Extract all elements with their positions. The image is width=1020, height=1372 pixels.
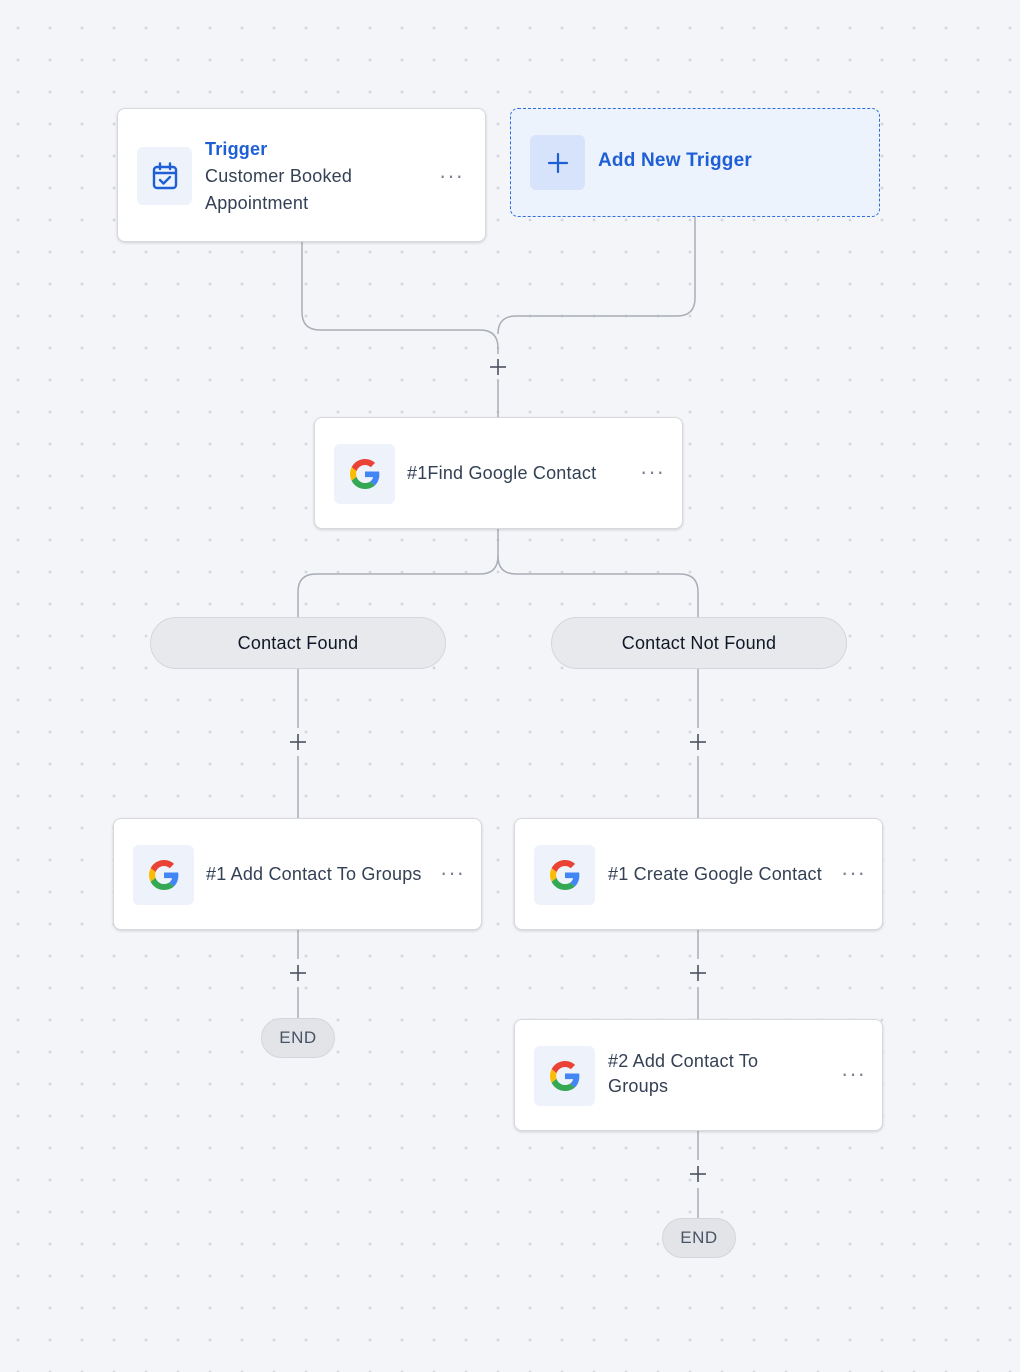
trigger-name-line1: Customer Booked: [205, 166, 353, 186]
plus-icon: [690, 965, 706, 981]
google-icon-box: [534, 845, 595, 905]
end-label: END: [680, 1228, 718, 1247]
google-icon: [549, 860, 579, 890]
google-icon: [349, 459, 379, 489]
create-google-contact-label: #1 Create Google Contact: [608, 864, 822, 884]
add-step-button[interactable]: [285, 729, 311, 755]
trigger-name-line2: Appointment: [205, 193, 309, 213]
google-icon: [148, 860, 178, 890]
google-icon-box: [133, 845, 194, 905]
google-icon-box: [334, 444, 395, 504]
add-contact-2-line2: Groups: [608, 1076, 669, 1096]
trigger-node[interactable]: Trigger Customer Booked Appointment ···: [117, 108, 486, 242]
plus-icon: [290, 965, 306, 981]
add-step-button[interactable]: [285, 960, 311, 986]
branch-contact-found-label: Contact Found: [237, 632, 359, 653]
google-icon-box: [534, 1046, 595, 1106]
plus-icon: [547, 152, 568, 173]
end-marker: END: [662, 1218, 736, 1258]
add-step-button[interactable]: [685, 729, 711, 755]
add-contact-menu-icon[interactable]: ···: [440, 860, 465, 885]
plus-icon: [490, 359, 506, 375]
branch-contact-not-found-label: Contact Not Found: [621, 632, 777, 653]
calendar-check-icon: [152, 162, 177, 190]
add-contact-to-groups-2-label: #2 Add Contact To Groups: [608, 1049, 758, 1099]
add-contact-to-groups-label: #1 Add Contact To Groups: [206, 864, 422, 884]
trigger-label: Trigger: [205, 139, 268, 159]
end-label: END: [279, 1028, 317, 1047]
find-contact-menu-icon[interactable]: ···: [640, 459, 665, 484]
add-contact-2-line1: #2 Add Contact To: [608, 1051, 759, 1071]
add-new-trigger-label: Add New Trigger: [598, 150, 752, 171]
branch-contact-found[interactable]: Contact Found: [150, 617, 446, 669]
plus-icon: [690, 1166, 706, 1182]
create-google-contact-node[interactable]: #1 Create Google Contact ···: [514, 818, 883, 930]
plus-icon: [290, 734, 306, 750]
trigger-menu-icon[interactable]: ···: [439, 163, 464, 188]
add-step-button[interactable]: [685, 1161, 711, 1187]
trigger-text: Trigger Customer Booked Appointment: [205, 136, 352, 217]
add-contact-to-groups-node[interactable]: #1 Add Contact To Groups ···: [113, 818, 482, 930]
find-google-contact-label: #1Find Google Contact: [407, 463, 597, 483]
add-trigger-icon-box: [530, 135, 585, 190]
find-google-contact-node[interactable]: #1Find Google Contact ···: [314, 417, 683, 529]
create-contact-menu-icon[interactable]: ···: [841, 860, 866, 885]
add-contact-2-menu-icon[interactable]: ···: [841, 1061, 866, 1086]
branch-contact-not-found[interactable]: Contact Not Found: [551, 617, 847, 669]
end-marker: END: [261, 1018, 335, 1058]
add-step-button[interactable]: [685, 960, 711, 986]
add-new-trigger-button[interactable]: Add New Trigger: [510, 108, 880, 217]
add-contact-to-groups-node-2[interactable]: #2 Add Contact To Groups ···: [514, 1019, 883, 1131]
add-step-button[interactable]: [485, 354, 511, 380]
trigger-icon-box: [137, 147, 192, 205]
plus-icon: [690, 734, 706, 750]
google-icon: [549, 1061, 579, 1091]
